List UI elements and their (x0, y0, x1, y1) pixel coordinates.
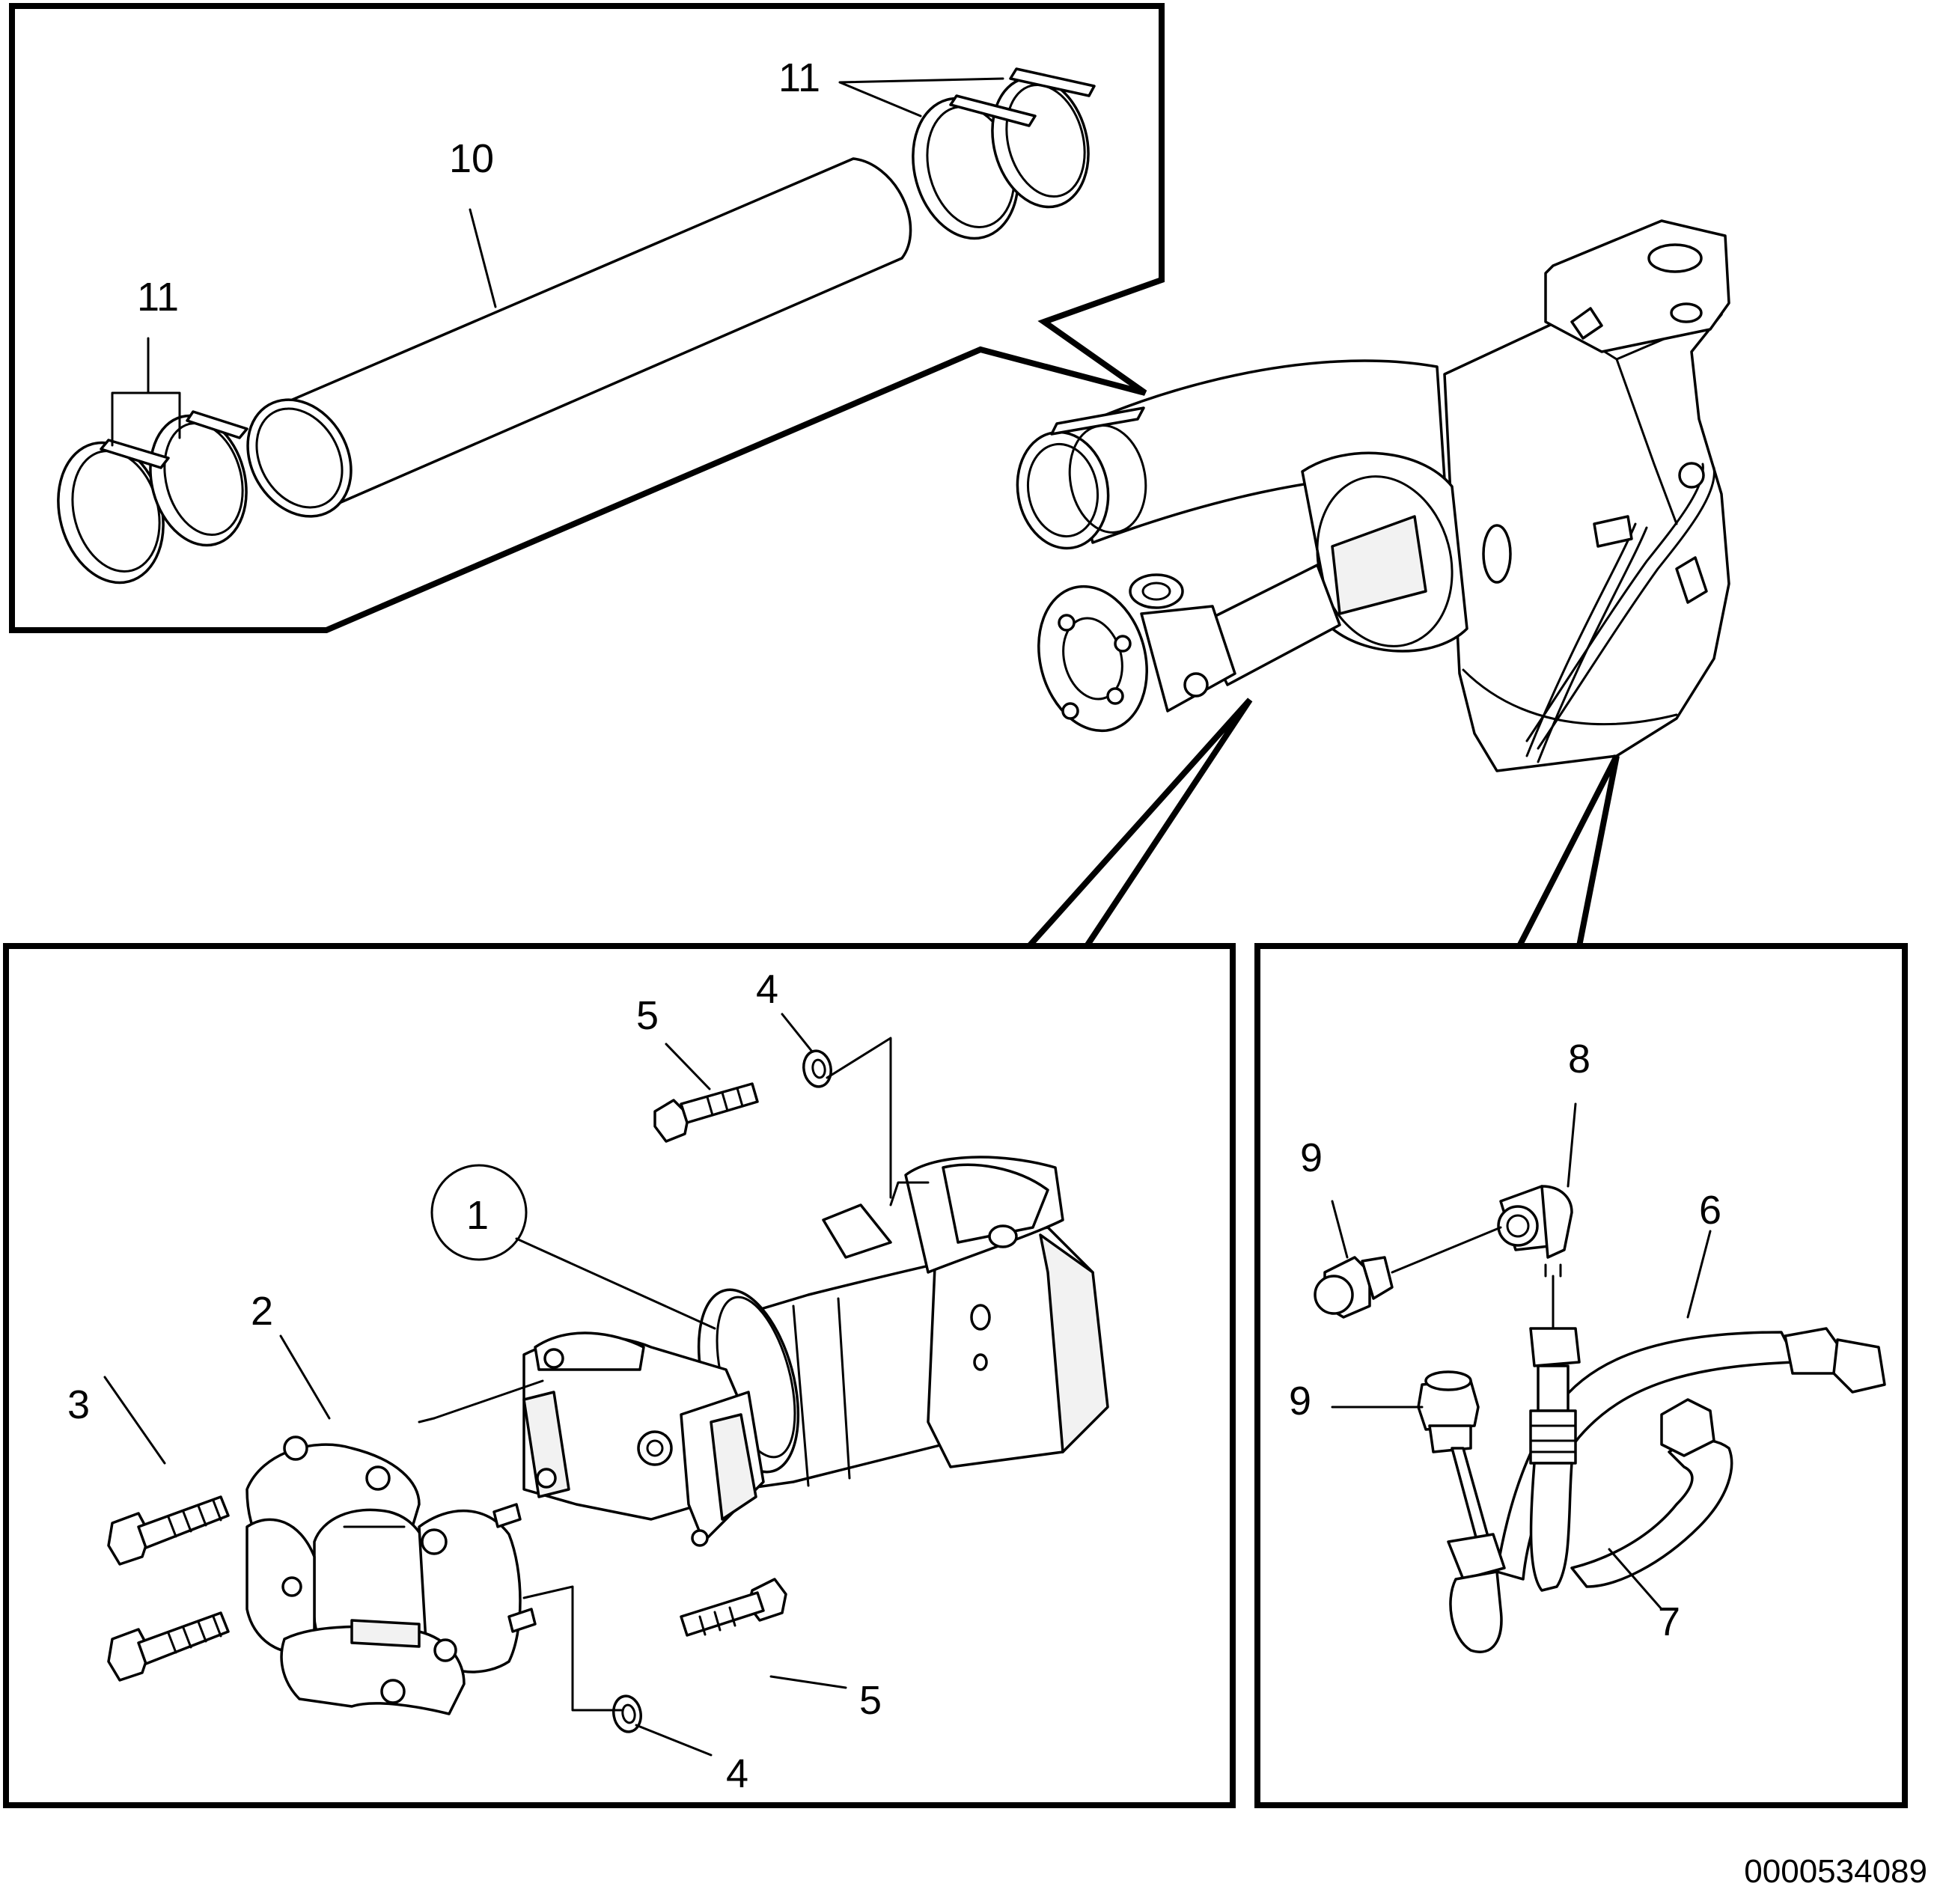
leader-11-left (111, 337, 181, 447)
hose-7 (1570, 1438, 1733, 1588)
leader-10 (469, 208, 497, 308)
clamp-pair-right (912, 67, 1096, 240)
hose-6 (1495, 1331, 1798, 1581)
leader-7 (1608, 1548, 1663, 1611)
leader-4-upper (781, 1013, 814, 1053)
leader-4-lower (635, 1724, 713, 1757)
callout-10: 10 (449, 136, 494, 181)
clamp-pair-left (57, 410, 248, 585)
leader-6 (1686, 1230, 1712, 1319)
callout-1: 1 (466, 1193, 489, 1238)
leader-9-upper (1331, 1200, 1349, 1259)
bolt-5-lower (680, 1578, 787, 1637)
pointer-to-hose-detail (1516, 754, 1620, 948)
leader-5-lower (769, 1675, 847, 1689)
callout-4-lower: 4 (726, 1751, 748, 1796)
callout-5-upper: 5 (636, 993, 659, 1038)
callout-labels: 10 11 11 1 2 3 5 4 5 4 8 9 9 6 7 (67, 55, 1721, 1796)
elbow-fitting-8 (1497, 1185, 1573, 1278)
callout-11-left: 11 (137, 275, 179, 320)
callout-6: 6 (1699, 1188, 1721, 1233)
exhaust-pipe (246, 157, 912, 518)
pointer-to-driveshaft-detail (1027, 698, 1253, 948)
callout-9-upper: 9 (1300, 1135, 1323, 1180)
callout-9-lower: 9 (1289, 1379, 1311, 1424)
callout-11-right: 11 (778, 55, 820, 100)
leader-2 (279, 1334, 331, 1420)
leader-3 (103, 1376, 166, 1465)
document-id: 0000534089 (1744, 1853, 1927, 1890)
washer-4-upper (802, 1049, 832, 1088)
detail-panel-exhaust-pipe (9, 3, 1165, 633)
callout-8: 8 (1568, 1037, 1590, 1081)
detail-panel-drive-shaft (3, 943, 1236, 1808)
transmission-overview (1016, 219, 1730, 772)
leader-8 (1567, 1102, 1577, 1188)
adapter-9-lower (1417, 1370, 1480, 1453)
leader-11-right (838, 77, 1004, 118)
bolt-5-upper (653, 1082, 759, 1143)
callout-4-upper: 4 (756, 967, 778, 1012)
callout-circle-1 (430, 1164, 528, 1261)
leader-1 (515, 1237, 716, 1330)
callout-5-lower: 5 (859, 1678, 882, 1723)
callout-3: 3 (67, 1382, 90, 1427)
detail-panel-hoses (1254, 943, 1908, 1808)
bolt-3b (107, 1611, 230, 1682)
washer-4-lower (612, 1694, 642, 1733)
callout-2: 2 (251, 1289, 273, 1334)
adapter-9-upper (1314, 1256, 1394, 1319)
callout-7: 7 (1658, 1599, 1680, 1644)
leader-5-upper (665, 1043, 711, 1090)
bolt-3 (107, 1495, 230, 1566)
